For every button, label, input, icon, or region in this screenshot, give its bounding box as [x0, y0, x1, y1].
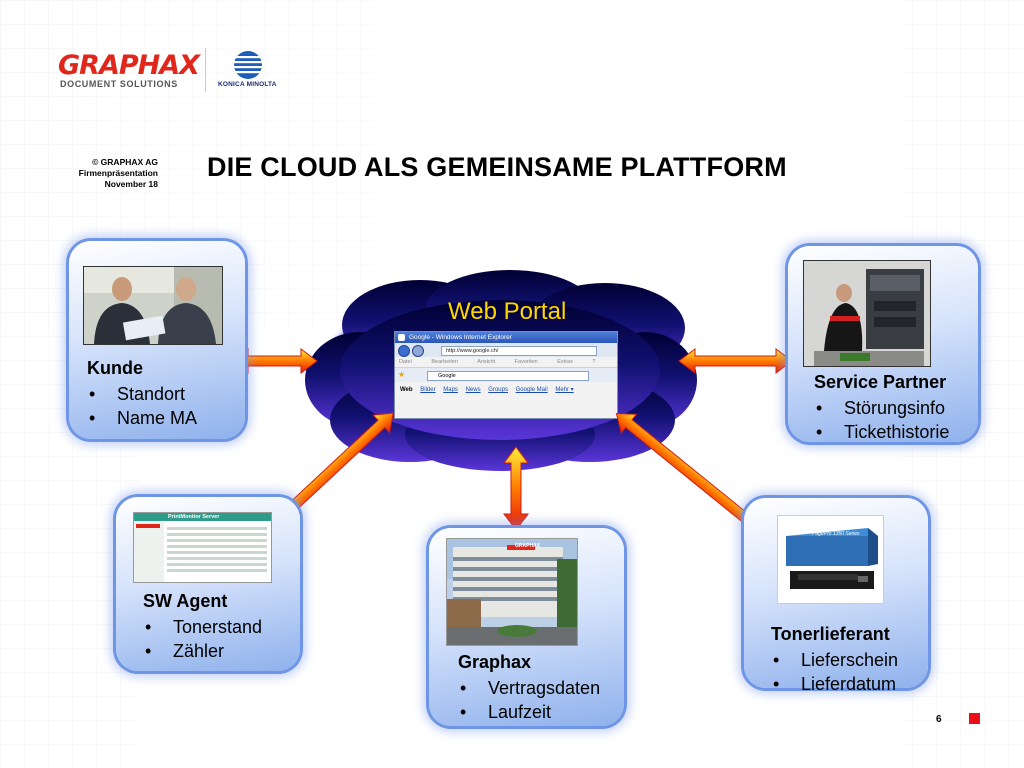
node-sw-agent: PrintMonitor Server SW Agent Tonerstand … [116, 497, 300, 671]
back-icon [398, 345, 410, 357]
node-sw-agent-list: Tonerstand Zähler [143, 615, 262, 663]
google-link: Maps [443, 387, 458, 393]
menu-item: Datei [399, 359, 412, 365]
browser-address-row: http://www.google.ch/ [395, 343, 617, 357]
toner-photo: PagePro 1350 Series [777, 515, 884, 604]
browser-url: http://www.google.ch/ [441, 346, 597, 356]
arrow-kunde [231, 348, 318, 374]
office-building-image [447, 539, 577, 645]
list-item: Laufzeit [458, 700, 600, 724]
node-tonerlieferant-text: Tonerlieferant Lieferschein Lieferdatum [771, 624, 898, 696]
menu-item: Bearbeiten [431, 359, 458, 365]
node-service-partner-title: Service Partner [814, 372, 947, 392]
node-sw-agent-title: SW Agent [143, 591, 228, 611]
node-service-partner-list: Störungsinfo Tickethistorie [814, 396, 949, 444]
browser-tab: Google [427, 371, 589, 381]
node-tonerlieferant: PagePro 1350 Series Tonerlieferant Liefe… [744, 498, 928, 696]
menu-item: ? [592, 359, 596, 365]
node-kunde-list: Standort Name MA [87, 382, 197, 430]
slide-title: DIE CLOUD ALS GEMEINSAME PLATTFORM [207, 152, 787, 182]
meeting-people-image [84, 267, 222, 344]
date-text: November 18 [104, 179, 158, 189]
list-item: Störungsinfo [814, 396, 949, 420]
node-service-partner-text: Service Partner Störungsinfo Tickethisto… [814, 372, 949, 444]
graphax-logo: GRAPHAX [58, 50, 200, 81]
node-service-partner: Service Partner Störungsinfo Tickethisto… [788, 246, 978, 444]
list-item: Tickethistorie [814, 420, 949, 444]
cloud-label: Web Portal [448, 298, 567, 325]
browser-favorites-row: ★ Google [395, 367, 617, 382]
node-graphax-list: Vertragsdaten Laufzeit [458, 676, 600, 724]
google-link: Google Mail [515, 387, 548, 393]
graphax-building-sign: GRAPHAX [515, 543, 541, 549]
node-tonerlieferant-list: Lieferschein Lieferdatum [771, 648, 898, 696]
slide-meta: © GRAPHAX AG Firmenpräsentation November… [60, 157, 158, 190]
arrow-graphax [503, 446, 529, 531]
presentation-text: Firmenpräsentation [78, 168, 158, 178]
technician-image [804, 261, 930, 366]
browser-menu: Datei Bearbeiten Ansicht Favoriten Extra… [395, 357, 617, 367]
printmonitor-screen-image [134, 513, 271, 582]
google-link: Mehr ▾ [555, 387, 574, 393]
logo-divider [205, 48, 206, 92]
service-photo [803, 260, 931, 367]
list-item: Tonerstand [143, 615, 262, 639]
konica-minolta-globe-icon [234, 51, 262, 79]
node-kunde-text: Kunde Standort Name MA [87, 358, 197, 430]
list-item: Zähler [143, 639, 262, 663]
browser-screenshot: Google - Windows Internet Explorer http:… [394, 331, 618, 419]
google-link: Web [400, 387, 413, 393]
google-links: Web Bilder Maps News Groups Google Mail … [395, 382, 617, 393]
sw-agent-screenshot: PrintMonitor Server [133, 512, 272, 583]
konica-minolta-logo: KONICA MINOLTA [218, 81, 277, 88]
google-link: News [465, 387, 481, 393]
sw-agent-screen-title: PrintMonitor Server [168, 514, 220, 520]
list-item: Vertragsdaten [458, 676, 600, 700]
google-link: Groups [488, 387, 508, 393]
node-sw-agent-text: SW Agent Tonerstand Zähler [143, 591, 262, 663]
list-item: Lieferdatum [771, 672, 898, 696]
arrow-service-partner [678, 348, 793, 374]
node-graphax-text: Graphax Vertragsdaten Laufzeit [458, 652, 600, 724]
toner-box-image [778, 516, 883, 603]
graphax-logo-subtitle: DOCUMENT SOLUTIONS [60, 79, 178, 89]
page-number: 6 [936, 714, 942, 725]
list-item: Name MA [87, 406, 197, 430]
node-kunde: Kunde Standort Name MA [69, 241, 245, 439]
graphax-building-photo: GRAPHAX [446, 538, 578, 646]
node-tonerlieferant-title: Tonerlieferant [771, 624, 890, 644]
node-graphax-title: Graphax [458, 652, 532, 672]
menu-item: Ansicht [477, 359, 496, 365]
forward-icon [412, 345, 424, 357]
list-item: Standort [87, 382, 197, 406]
list-item: Lieferschein [771, 648, 898, 672]
copyright-text: © GRAPHAX AG [92, 157, 158, 167]
accent-square [969, 713, 980, 724]
favorites-star-icon: ★ [398, 370, 406, 379]
customer-photo [83, 266, 223, 345]
menu-item: Favoriten [514, 359, 538, 365]
node-graphax: GRAPHAX Graphax Vertragsdaten Laufzeit [429, 528, 624, 726]
menu-item: Extras [557, 359, 573, 365]
node-kunde-title: Kunde [87, 358, 143, 378]
toner-product-label: PagePro 1350 Series [812, 531, 860, 537]
google-link: Bilder [420, 387, 436, 393]
browser-title-bar: Google - Windows Internet Explorer [395, 332, 617, 343]
